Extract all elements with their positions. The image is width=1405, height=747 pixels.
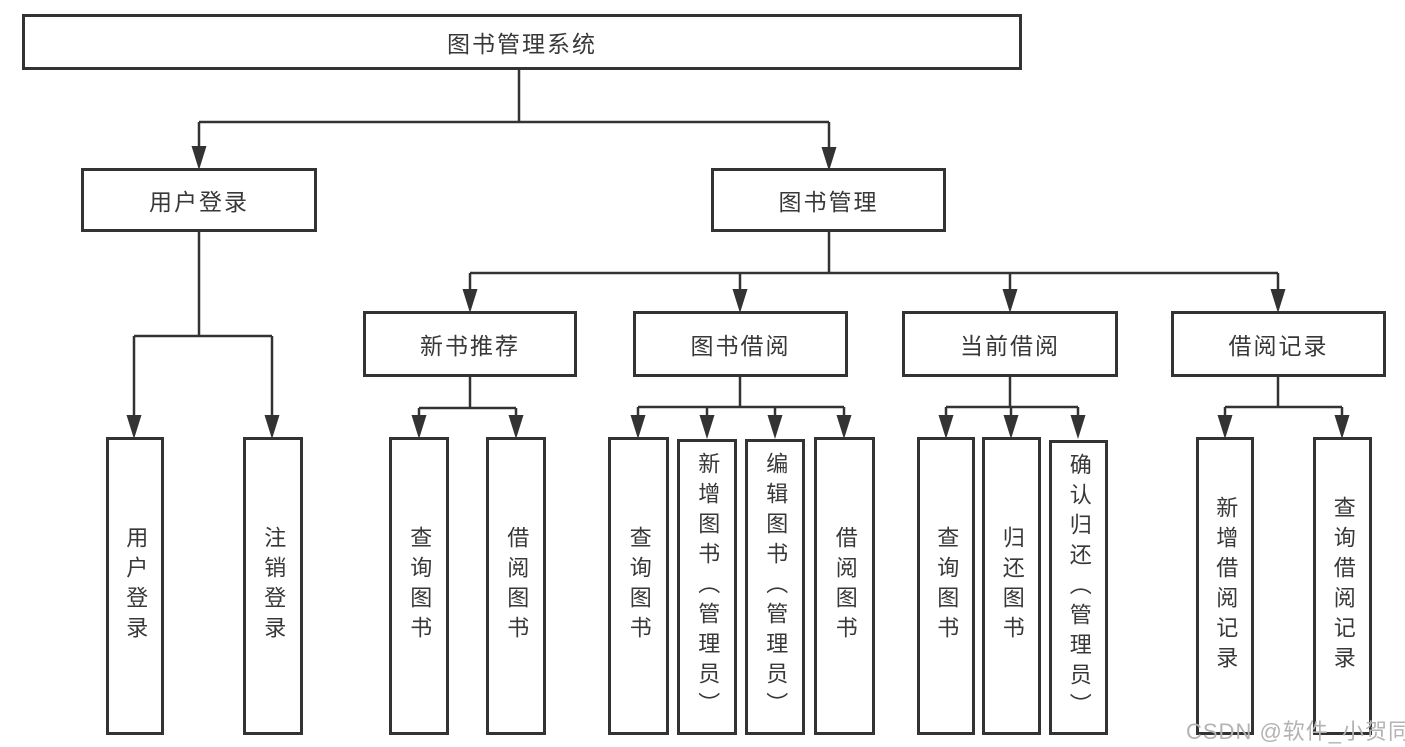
node-label: 借阅记录 [1228,333,1329,359]
arrowhead [1270,289,1286,313]
arrowhead [126,415,142,439]
node-label: 查询借阅记录 [1330,496,1356,676]
leaf-add-borrow-record: 新增借阅记录 [1196,437,1254,735]
csdn-watermark: CSDN @软件_小贺同学 [1186,719,1405,744]
arrowhead [1334,415,1350,439]
node-label: 查询图书 [934,526,960,646]
arrowhead [462,289,478,313]
leaf-query-borrow-record: 查询借阅记录 [1313,437,1372,735]
node-label: 查询图书 [626,526,652,646]
node-label: 用户登录 [149,189,249,215]
leaf-add-books-admin: 新增图书（管理员） [677,439,737,735]
connector-book-borrow-children [630,377,852,439]
node-label: 归还图书 [999,526,1025,646]
leaf-confirm-return-admin: 确认归还（管理员） [1049,440,1108,735]
node-current-borrowing: 当前借阅 [902,311,1118,377]
leaf-query-books-borrowing: 查询图书 [608,437,669,735]
leaf-edit-books-admin: 编辑图书（管理员） [745,439,805,735]
node-label: 确认归还（管理员） [1066,452,1092,723]
arrowhead [767,415,783,439]
arrowhead [630,415,646,439]
leaf-borrow-books-recommend: 借阅图书 [486,437,546,735]
node-borrowing-records: 借阅记录 [1171,311,1386,377]
connector-root-to-level2 [191,70,837,171]
arrowhead [508,415,524,439]
leaf-user-login: 用户登录 [106,437,164,735]
node-new-book-recommend: 新书推荐 [363,311,577,377]
node-label: 用户登录 [123,526,149,646]
arrowhead [836,415,852,439]
arrowhead [191,146,207,170]
connector-book-mgmt-children [462,232,1286,313]
node-label: 编辑图书（管理员） [763,452,789,722]
arrowhead [264,415,280,439]
node-label: 新增借阅记录 [1213,496,1239,676]
leaf-query-books-current: 查询图书 [917,437,975,735]
arrowhead [699,415,715,439]
arrowhead [1217,415,1233,439]
connector-borrow-record-children [1217,377,1350,439]
node-label: 图书管理系统 [447,31,597,57]
connector-current-borrow-children [938,377,1086,439]
connector-user-login-children [126,232,280,439]
arrowhead [732,289,748,313]
node-label: 借阅图书 [504,526,530,646]
arrowhead [1070,415,1086,439]
node-label: 图书管理 [778,189,879,215]
arrowhead [938,415,954,439]
node-label: 注销登录 [261,526,287,646]
node-label: 借阅图书 [832,526,858,646]
leaf-query-books-recommend: 查询图书 [389,437,449,735]
leaf-return-books: 归还图书 [982,437,1041,735]
leaf-borrow-books-borrowing: 借阅图书 [814,437,875,735]
leaf-logout: 注销登录 [243,437,303,735]
node-label: 新书推荐 [420,333,520,359]
arrowhead [411,415,427,439]
arrowhead [821,147,837,171]
node-label: 图书借阅 [690,333,791,359]
node-label: 查询图书 [407,526,433,646]
node-label: 当前借阅 [960,333,1060,359]
node-book-borrowing: 图书借阅 [633,311,848,377]
node-root: 图书管理系统 [22,14,1022,70]
node-label: 新增图书（管理员） [695,452,721,722]
arrowhead [1003,415,1019,439]
connector-new-book-children [411,377,524,439]
node-user-login: 用户登录 [81,168,317,232]
node-book-management: 图书管理 [711,168,946,232]
arrowhead [1002,289,1018,313]
